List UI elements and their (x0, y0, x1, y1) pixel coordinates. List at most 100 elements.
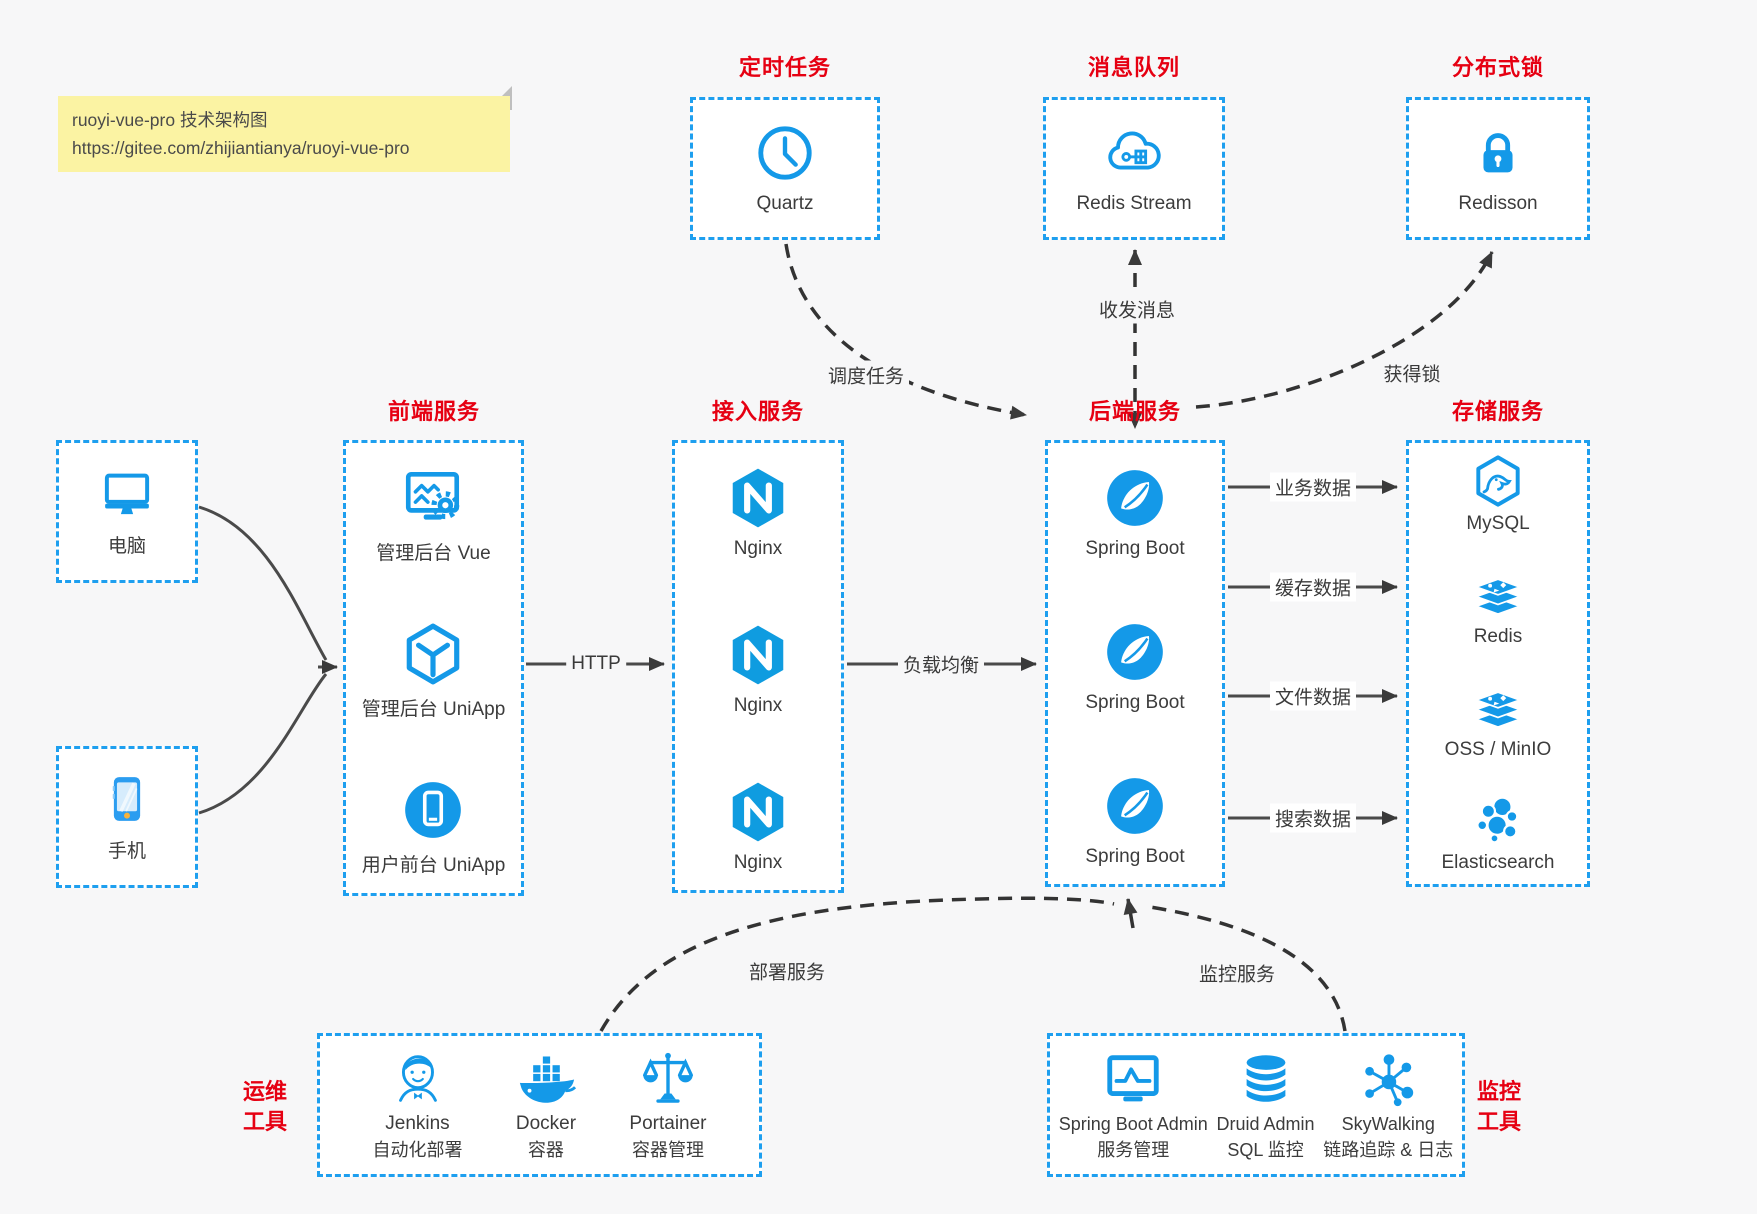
desktop-icon (99, 466, 155, 522)
monitoring-label-sba: Spring Boot Admin (1058, 1113, 1208, 1134)
storage-label-oss: OSS / MinIO (1444, 739, 1552, 760)
nginx-icon (725, 779, 791, 845)
title-frontend: 前端服务 (387, 399, 481, 424)
edge-label-schedule: 调度任务 (822, 360, 910, 390)
edge-lock-arrow (1195, 251, 1494, 409)
monitoring-node-skywalking: SkyWalking 链路追踪 & 日志 (1323, 1049, 1453, 1162)
nginx-icon (725, 622, 791, 688)
edge-mobile-to-frontend (198, 673, 328, 815)
edge-label-deploy: 部署服务 (743, 956, 831, 986)
backend-node-3: Spring Boot (1085, 773, 1185, 868)
title-mq: 消息队列 (1087, 55, 1181, 80)
access-node-1: Nginx (725, 465, 791, 560)
monitoring-tools-title: 监控 工具 (1477, 1079, 1522, 1134)
frontend-node-uniapp-admin: 管理后台 UniApp (362, 621, 505, 721)
redis-stream-box: Redis Stream (1043, 97, 1225, 240)
edge-label-cache-data: 缓存数据 (1269, 572, 1357, 602)
mysql-icon (1470, 453, 1526, 509)
backend-label-3: Spring Boot (1085, 846, 1185, 867)
access-node-3: Nginx (725, 779, 791, 874)
ops-label-jenkins: Jenkins (385, 1113, 450, 1134)
network-nodes-icon (1357, 1049, 1419, 1111)
redis-stream-label: Redis Stream (1076, 193, 1192, 214)
admin-vue-icon (400, 465, 466, 531)
monitoring-node-sba: Spring Boot Admin 服务管理 (1059, 1049, 1208, 1162)
edge-label-monitor: 监控服务 (1193, 958, 1281, 988)
lock-icon (1467, 122, 1529, 184)
spring-boot-icon (1102, 619, 1168, 685)
mobile-box: 手机 (56, 746, 198, 888)
storage-node-es: Elasticsearch (1442, 792, 1555, 874)
redisson-label: Redisson (1458, 193, 1538, 214)
access-label-2: Nginx (733, 695, 783, 716)
cloud-stream-icon (1103, 122, 1165, 184)
monitoring-desc-skywalking: 链路追踪 & 日志 (1323, 1139, 1454, 1160)
edge-label-biz-data: 业务数据 (1269, 472, 1357, 502)
edge-label-http: HTTP (566, 652, 626, 676)
smartphone-icon (99, 771, 155, 827)
frontend-box: 管理后台 Vue 管理后台 UniApp 用户前台 UniApp (343, 440, 524, 896)
monitoring-box: Spring Boot Admin 服务管理 Druid Admin SQL 监… (1047, 1033, 1465, 1177)
note-url: https://gitee.com/zhijiantianya/ruoyi-vu… (72, 138, 410, 158)
storage-node-mysql: MySQL (1466, 453, 1530, 535)
frontend-node-uniapp-user: 用户前台 UniApp (362, 777, 505, 877)
edge-label-message: 收发消息 (1093, 294, 1181, 324)
access-label-3: Nginx (733, 852, 783, 873)
ops-box: Jenkins 自动化部署 (317, 1033, 762, 1177)
backend-label-1: Spring Boot (1085, 538, 1185, 559)
scales-icon (637, 1048, 699, 1110)
pc-box: 电脑 (56, 440, 198, 583)
edge-bottom-arrowhead (1123, 898, 1138, 929)
backend-node-1: Spring Boot (1085, 465, 1185, 560)
monitoring-desc-druid: SQL 监控 (1227, 1139, 1304, 1160)
storage-node-oss: OSS / MinIO (1444, 679, 1552, 761)
sticky-note: ruoyi-vue-pro 技术架构图 https://gitee.com/zh… (58, 96, 510, 172)
redisson-box: Redisson (1406, 97, 1590, 240)
ops-tools-title: 运维 工具 (243, 1079, 288, 1134)
title-lock: 分布式锁 (1451, 55, 1545, 80)
monitor-pulse-icon (1102, 1049, 1164, 1111)
spring-boot-icon (1102, 773, 1168, 839)
ops-desc-docker: 容器 (527, 1140, 564, 1160)
title-backend: 后端服务 (1088, 399, 1182, 424)
title-scheduler: 定时任务 (738, 55, 832, 80)
backend-node-2: Spring Boot (1085, 619, 1185, 714)
elasticsearch-icon (1470, 792, 1526, 848)
monitoring-label-druid: Druid Admin (1216, 1113, 1315, 1134)
redis-stack-icon (1470, 566, 1526, 622)
edge-label-lock: 获得锁 (1378, 358, 1446, 388)
ops-node-docker: Docker 容器 (515, 1048, 577, 1162)
storage-label-mysql: MySQL (1466, 513, 1530, 534)
storage-label-es: Elasticsearch (1441, 852, 1555, 873)
edge-label-file-data: 文件数据 (1269, 681, 1357, 711)
mobile-label: 手机 (107, 841, 146, 862)
title-storage: 存储服务 (1451, 399, 1545, 424)
backend-label-2: Spring Boot (1085, 692, 1185, 713)
frontend-node-vue: 管理后台 Vue (376, 465, 491, 565)
quartz-box: Quartz (690, 97, 880, 240)
ops-node-jenkins: Jenkins 自动化部署 (372, 1048, 462, 1162)
quartz-label: Quartz (756, 193, 814, 214)
clock-icon (754, 122, 816, 184)
ops-label-portainer: Portainer (629, 1113, 707, 1134)
backend-box: Spring Boot Spring Boot Spring Boot (1045, 440, 1225, 887)
docker-icon (515, 1048, 577, 1110)
ops-desc-jenkins: 自动化部署 (372, 1140, 463, 1160)
storage-box: MySQL Redis (1406, 440, 1590, 887)
edge-deploy-curve (599, 896, 1115, 1032)
note-title: ruoyi-vue-pro 技术架构图 (72, 110, 268, 130)
monitoring-desc-sba: 服务管理 (1097, 1139, 1170, 1160)
ops-desc-portainer: 容器管理 (631, 1140, 704, 1160)
monitoring-node-druid: Druid Admin SQL 监控 (1217, 1049, 1315, 1162)
monitoring-label-skywalking: SkyWalking (1341, 1113, 1435, 1134)
access-node-2: Nginx (725, 622, 791, 717)
ops-label-docker: Docker (515, 1113, 577, 1134)
edge-pc-to-frontend (198, 505, 328, 661)
edge-label-load-balance: 负载均衡 (897, 649, 985, 679)
storage-node-redis: Redis (1470, 566, 1526, 648)
jenkins-icon (386, 1048, 448, 1110)
circle-phone-icon (400, 777, 466, 843)
title-access: 接入服务 (711, 399, 805, 424)
access-box: Nginx Nginx Nginx (672, 440, 844, 893)
